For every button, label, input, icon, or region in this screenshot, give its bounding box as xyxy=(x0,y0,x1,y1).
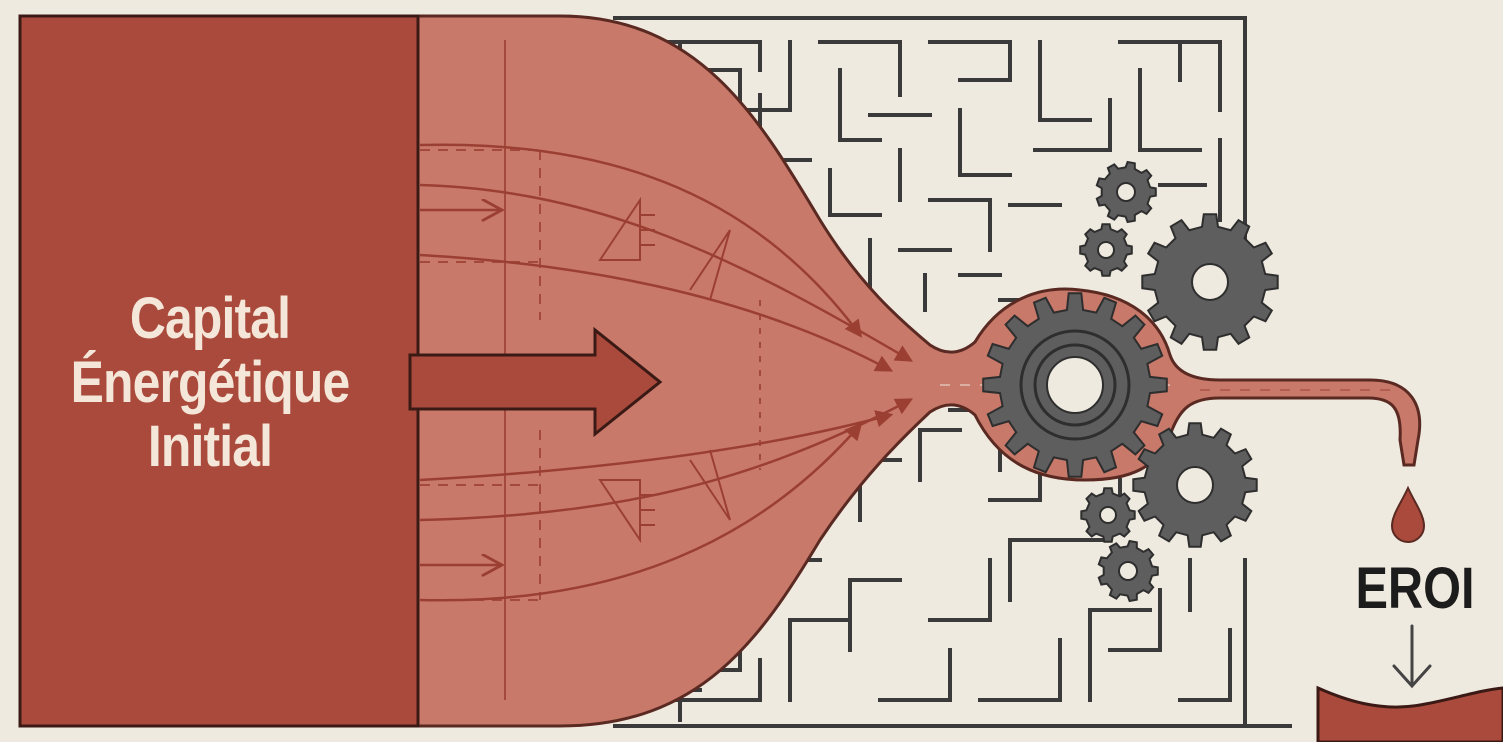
capital-label-line-2: Énergétique xyxy=(70,350,351,415)
capital-label-line-1: Capital xyxy=(129,286,291,351)
main-gear-ring xyxy=(1019,329,1131,441)
capital-label-line-3: Initial xyxy=(147,414,273,479)
gear-icon-lower-right xyxy=(1132,422,1258,548)
gear-icon-small-2 xyxy=(1079,223,1133,277)
main-gear-ring xyxy=(1033,343,1117,427)
main-gear-icon xyxy=(982,292,1168,478)
eroi-pool xyxy=(1316,685,1503,742)
energy-flow-funnel xyxy=(413,14,1422,728)
capital-block xyxy=(18,14,420,728)
sketch-marks xyxy=(598,196,731,544)
gear-icon xyxy=(982,160,1279,603)
droplet-icon xyxy=(1390,485,1426,543)
flow-arrow-icon xyxy=(408,326,663,438)
gear-icon-small-3 xyxy=(1080,487,1136,543)
gear-icon-upper-right xyxy=(1141,213,1279,351)
capital-label: Capital Énergétique Initial xyxy=(29,290,390,482)
gear-icon-small-4 xyxy=(1097,539,1159,603)
eroi-label: EROI xyxy=(1355,556,1475,621)
down-arrow-icon xyxy=(1392,624,1432,689)
gear-icon-small-1 xyxy=(1095,160,1157,224)
flow-streamlines xyxy=(419,143,914,602)
